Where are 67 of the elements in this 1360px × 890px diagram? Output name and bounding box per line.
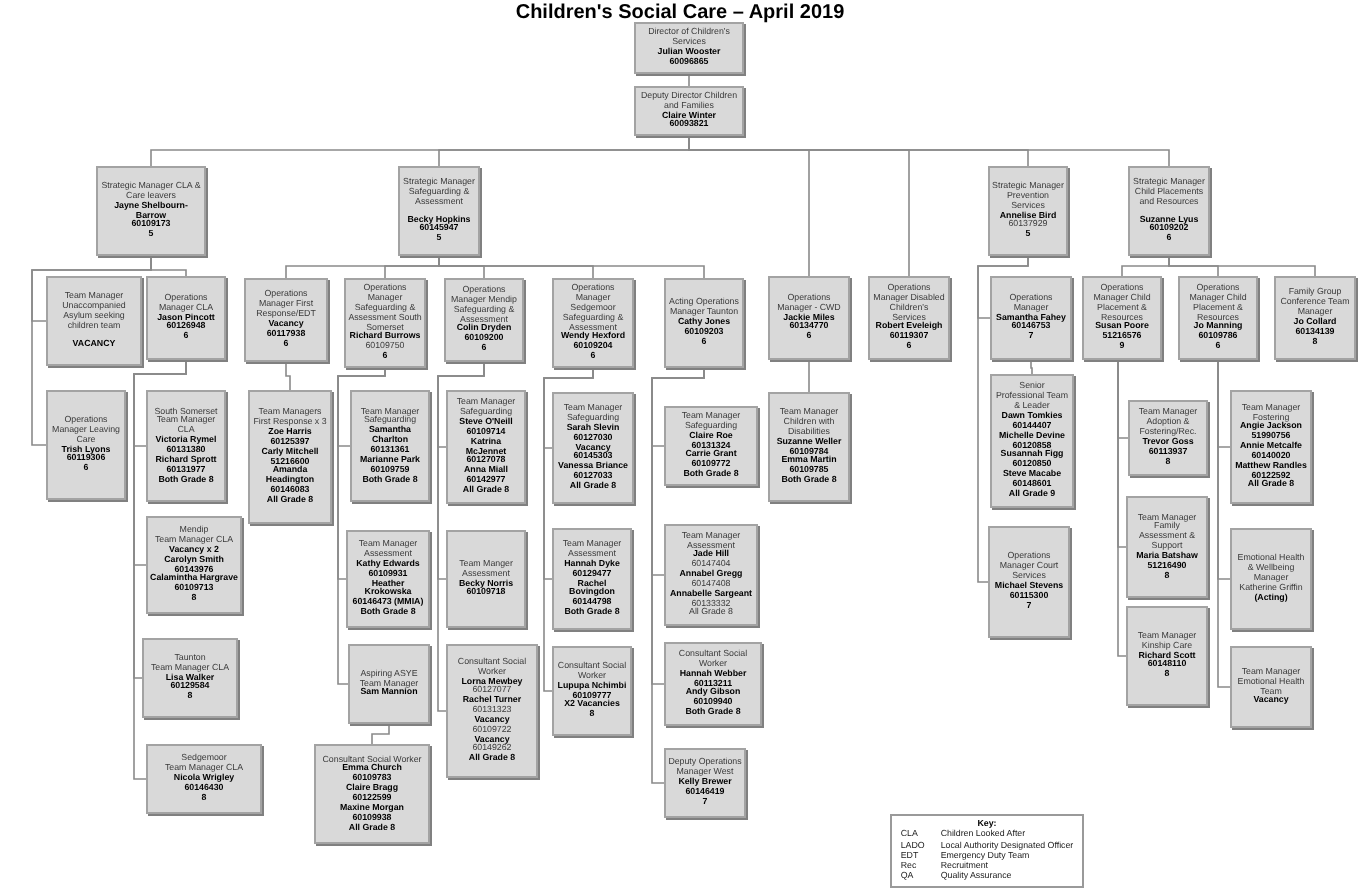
org-box	[244, 278, 328, 362]
org-box	[446, 644, 538, 778]
connector-line	[371, 723, 390, 745]
org-box	[314, 744, 430, 844]
connector-line	[438, 255, 705, 279]
connector-line	[285, 361, 291, 391]
org-box	[444, 278, 524, 362]
org-box	[248, 390, 332, 524]
connector-line	[651, 367, 705, 784]
org-box	[350, 390, 430, 502]
org-box	[146, 516, 242, 614]
connector-line	[1217, 359, 1231, 688]
org-box	[664, 278, 744, 368]
org-box	[344, 278, 426, 368]
org-box	[552, 278, 634, 368]
org-box	[634, 86, 744, 136]
org-box	[1128, 166, 1210, 256]
connector-line	[31, 255, 152, 446]
org-box	[1274, 276, 1356, 360]
org-box	[46, 390, 126, 500]
org-box	[990, 374, 1074, 508]
org-box	[1230, 646, 1312, 728]
connector-line	[688, 73, 690, 87]
org-box	[146, 390, 226, 502]
org-box	[446, 530, 526, 628]
org-box	[446, 390, 526, 504]
connector-line	[688, 135, 1170, 167]
org-box	[146, 744, 262, 814]
chart-title: Children's Social Care – April 2019	[515, 2, 845, 26]
org-box	[868, 276, 950, 360]
key-box	[890, 814, 1084, 888]
org-box	[552, 392, 634, 504]
org-box	[1126, 606, 1208, 706]
connector-line	[133, 359, 187, 780]
connector-line	[337, 367, 386, 685]
connector-line	[977, 255, 1029, 583]
org-box	[552, 528, 632, 630]
connector-line	[543, 367, 594, 692]
connector-line	[808, 359, 810, 393]
org-box	[1126, 496, 1208, 598]
org-box	[1128, 400, 1208, 476]
org-box	[146, 276, 226, 360]
org-box	[348, 644, 430, 724]
org-box	[398, 166, 480, 256]
org-box	[346, 530, 430, 628]
connector-line	[1030, 359, 1033, 375]
org-box	[988, 526, 1070, 638]
connector-line	[1117, 359, 1127, 657]
org-box	[96, 166, 206, 256]
connector-line	[437, 361, 485, 712]
org-box	[664, 406, 758, 486]
org-box	[1230, 390, 1312, 504]
org-box	[1230, 528, 1312, 630]
org-box	[142, 638, 238, 718]
org-box	[552, 646, 632, 736]
org-box	[1082, 276, 1162, 360]
org-box	[46, 276, 142, 366]
org-box	[990, 276, 1072, 360]
org-box	[988, 166, 1068, 256]
connector-line	[1168, 255, 1316, 277]
org-box	[1178, 276, 1258, 360]
org-box	[768, 392, 850, 502]
org-box	[634, 22, 744, 74]
org-box	[664, 642, 762, 726]
org-box	[664, 524, 758, 626]
org-box	[664, 748, 746, 818]
org-box	[768, 276, 850, 360]
